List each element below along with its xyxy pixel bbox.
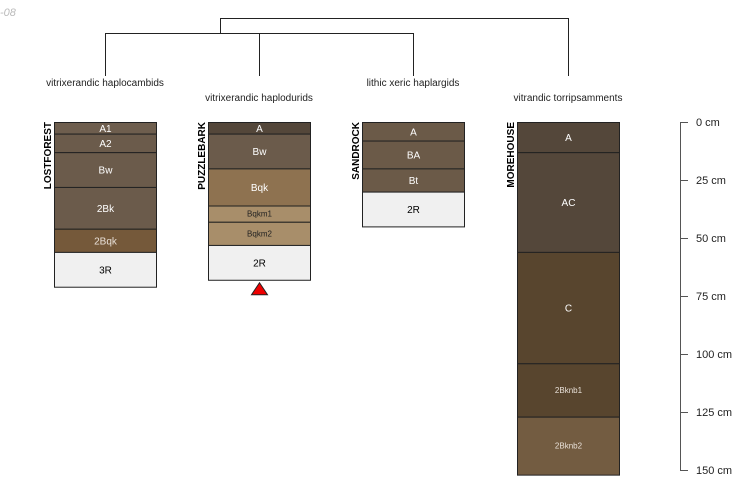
horizon-rect [208, 168, 311, 207]
horizon-label: 2R [407, 205, 420, 216]
horizon-label: 3R [99, 265, 112, 276]
axis-tick-label: 25 cm [696, 175, 726, 187]
horizon-2bk: 2Bk [54, 186, 157, 230]
dendrogram-root [220, 18, 569, 76]
horizon-rect [517, 416, 620, 476]
horizon-label: Bw [253, 147, 268, 158]
horizon-a: A [517, 122, 620, 154]
horizon-2bknb1: 2Bknb1 [517, 363, 620, 418]
depth-axis: 0 cm 25 cm 50 cm 75 cm 100 cm 125 cm 150 cm [680, 117, 732, 477]
horizon-bqk: Bqk [208, 168, 311, 207]
horizon-ac: AC [517, 152, 620, 253]
horizon-label: A [256, 124, 263, 135]
horizon-label: Bqkm1 [247, 210, 272, 219]
profile-id-label: SANDROCK [351, 121, 362, 180]
axis-tick-label: 50 cm [696, 233, 726, 245]
horizon-rect [362, 140, 465, 170]
horizon-bw: Bw [208, 133, 311, 170]
horizon-bt: Bt [362, 168, 465, 193]
taxon-label: vitrandic torripsamments [514, 93, 623, 104]
red-triangle-icon [250, 281, 269, 296]
horizon-label: A [410, 127, 417, 138]
horizon-rect [54, 186, 157, 230]
horizon-label: 2Bk [97, 204, 115, 215]
axis-tick-label: 150 cm [696, 465, 732, 477]
corner-text: -08 [0, 7, 17, 19]
horizon-label: 2Bknb1 [555, 386, 583, 395]
horizon-a1: A1 [54, 122, 157, 135]
horizon-label: C [565, 304, 572, 315]
horizon-label: 2Bqk [94, 236, 118, 247]
horizon-2bqk: 2Bqk [54, 228, 157, 253]
horizon-2r: 2R [362, 191, 465, 228]
dendrogram-left-branch [105, 33, 260, 76]
horizon-label: A [565, 133, 572, 144]
dendrogram-inner-branch [259, 33, 414, 76]
horizon-label: A1 [99, 124, 112, 135]
horizon-bw: Bw [54, 152, 157, 188]
taxon-label: vitrixerandic haplocambids [46, 78, 164, 89]
horizon-ba: BA [362, 140, 465, 170]
horizon-a: A [362, 122, 465, 142]
profile-id-label: LOSTFOREST [43, 122, 54, 189]
horizon-rect [517, 251, 620, 365]
horizon-label: Bw [99, 166, 114, 177]
axis-tick-label: 125 cm [696, 407, 732, 419]
horizon-2bknb2: 2Bknb2 [517, 416, 620, 476]
profile-id-label: MOREHOUSE [506, 122, 517, 188]
horizon-rect [362, 191, 465, 228]
horizon-label: Bqkm2 [247, 229, 272, 238]
axis-tick-label: 75 cm [696, 291, 726, 303]
taxon-label: lithic xeric haplargids [367, 78, 460, 89]
horizon-3r: 3R [54, 251, 157, 288]
dendrogram [105, 18, 569, 76]
taxon-label: vitrixerandic haplodurids [205, 93, 313, 104]
horizon-label: 2R [253, 258, 266, 269]
horizon-rect [54, 251, 157, 288]
horizon-a2: A2 [54, 133, 157, 154]
horizon-rect [54, 152, 157, 188]
horizon-rect [208, 133, 311, 170]
axis-tick-label: 0 cm [696, 117, 720, 129]
axis-tick-label: 100 cm [696, 349, 732, 361]
horizon-label: AC [562, 198, 576, 209]
horizon-label: Bt [409, 176, 419, 187]
horizon-rect [208, 244, 311, 281]
profile-id-label: PUZZLEBARK [197, 121, 208, 190]
horizon-label: BA [407, 150, 421, 161]
horizon-label: Bqk [251, 183, 269, 194]
horizon-c: C [517, 251, 620, 365]
horizon-bqkm1: Bqkm1 [208, 205, 311, 223]
horizon-a: A [208, 122, 311, 135]
horizon-label: A2 [99, 139, 112, 150]
horizon-label: 2Bknb2 [555, 442, 583, 451]
horizon-rect [517, 363, 620, 418]
horizon-rect [517, 152, 620, 253]
horizon-2r: 2R [208, 244, 311, 281]
horizon-bqkm2: Bqkm2 [208, 221, 311, 246]
